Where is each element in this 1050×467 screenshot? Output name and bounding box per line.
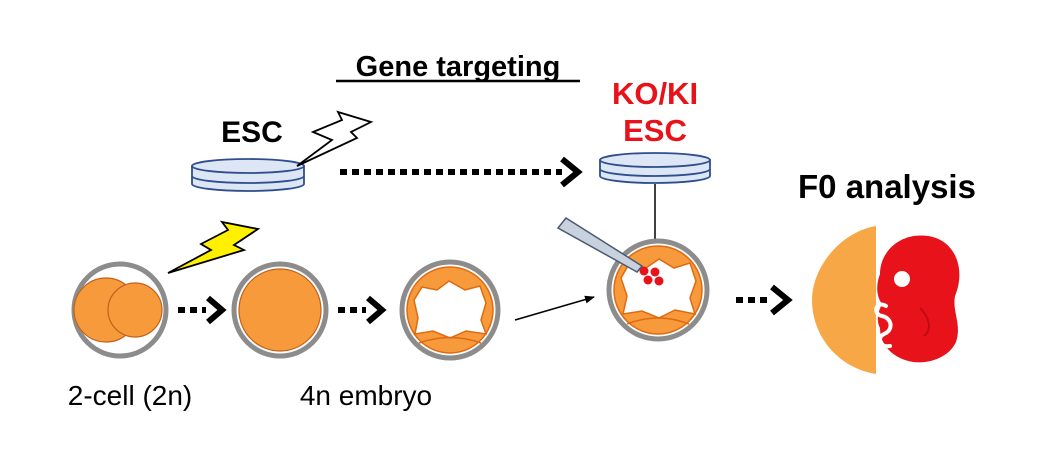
lightning-bolt-yellow-icon — [167, 220, 261, 274]
dotted-arrow-2cell-to-4n — [178, 295, 227, 325]
dotted-arrow-esc-to-koki — [340, 156, 583, 188]
esc-label: ESC — [221, 116, 283, 149]
koki-esc-dish — [599, 152, 711, 184]
lightning-bolt-white-icon — [296, 110, 374, 167]
two-cell-embryo — [71, 261, 169, 359]
f0-analysis-label: F0 analysis — [798, 168, 976, 205]
two-cell-label: 2-cell (2n) — [68, 380, 192, 411]
title: Gene targeting — [356, 51, 561, 83]
koki-label-line1: KO/KI — [612, 76, 698, 111]
injection-pipette-icon — [556, 217, 644, 273]
koki-label-line2: ESC — [623, 113, 687, 148]
four-n-embryo — [231, 261, 329, 359]
dotted-arrow-4n-to-blastocyst — [338, 295, 387, 325]
f0-embryo-icon — [812, 226, 960, 374]
four-n-embryo-label: 4n embryo — [300, 380, 432, 411]
four-n-blastocyst — [399, 259, 501, 361]
dotted-arrow-to-f0 — [736, 284, 793, 316]
thin-arrow-to-injection — [514, 295, 595, 321]
esc-culture-dish — [191, 158, 305, 192]
